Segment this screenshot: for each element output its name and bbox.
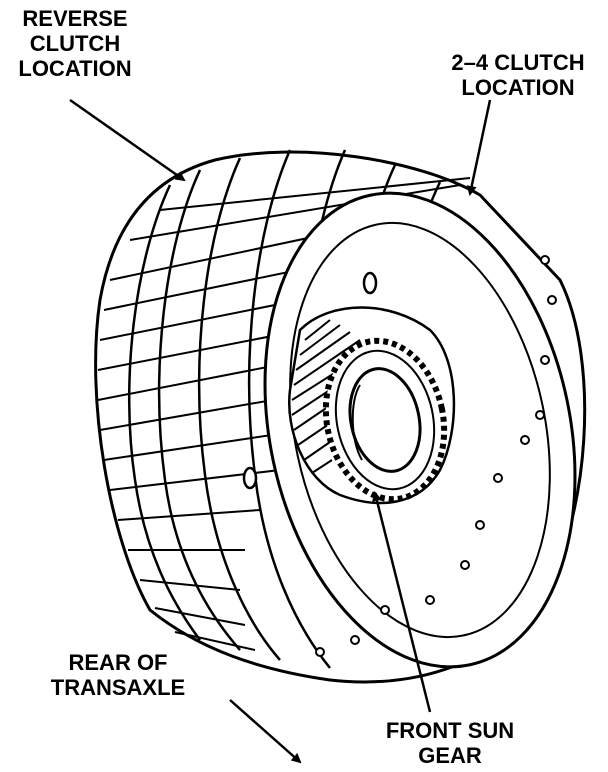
reverse-clutch-arrow bbox=[69, 98, 186, 182]
face-ring bbox=[289, 221, 551, 639]
front-sun-gear-label: FRONT SUN GEAR bbox=[360, 718, 540, 768]
sun-gear-arrow bbox=[372, 491, 432, 713]
reverse-clutch-label: REVERSE CLUTCH LOCATION bbox=[0, 6, 150, 81]
reverse-clutch-label-line-1: REVERSE bbox=[22, 6, 128, 31]
rear-of-transaxle-label-line-1: REAR OF bbox=[68, 650, 168, 675]
rear-of-transaxle-label: REAR OF TRANSAXLE bbox=[40, 650, 196, 700]
front-sun-gear-label-line-2: GEAR bbox=[418, 743, 482, 768]
reverse-clutch-label-line-2: CLUTCH bbox=[29, 31, 121, 56]
rim-holes bbox=[315, 255, 557, 657]
two-four-clutch-label-line-2: LOCATION bbox=[461, 75, 575, 100]
sun-gear bbox=[322, 337, 448, 503]
leader-arrows bbox=[69, 98, 492, 764]
rear-transaxle-arrow bbox=[229, 699, 302, 764]
rear-of-transaxle-label-line-2: TRANSAXLE bbox=[50, 675, 186, 700]
front-sun-gear-label-line-1: FRONT SUN bbox=[385, 718, 515, 743]
two-four-clutch-arrow bbox=[466, 99, 492, 196]
reverse-clutch-label-line-3: LOCATION bbox=[18, 56, 132, 81]
two-four-clutch-label: 2–4 CLUTCH LOCATION bbox=[436, 50, 600, 100]
two-four-clutch-label-line-1: 2–4 CLUTCH bbox=[451, 50, 585, 75]
face-holes bbox=[242, 271, 378, 490]
